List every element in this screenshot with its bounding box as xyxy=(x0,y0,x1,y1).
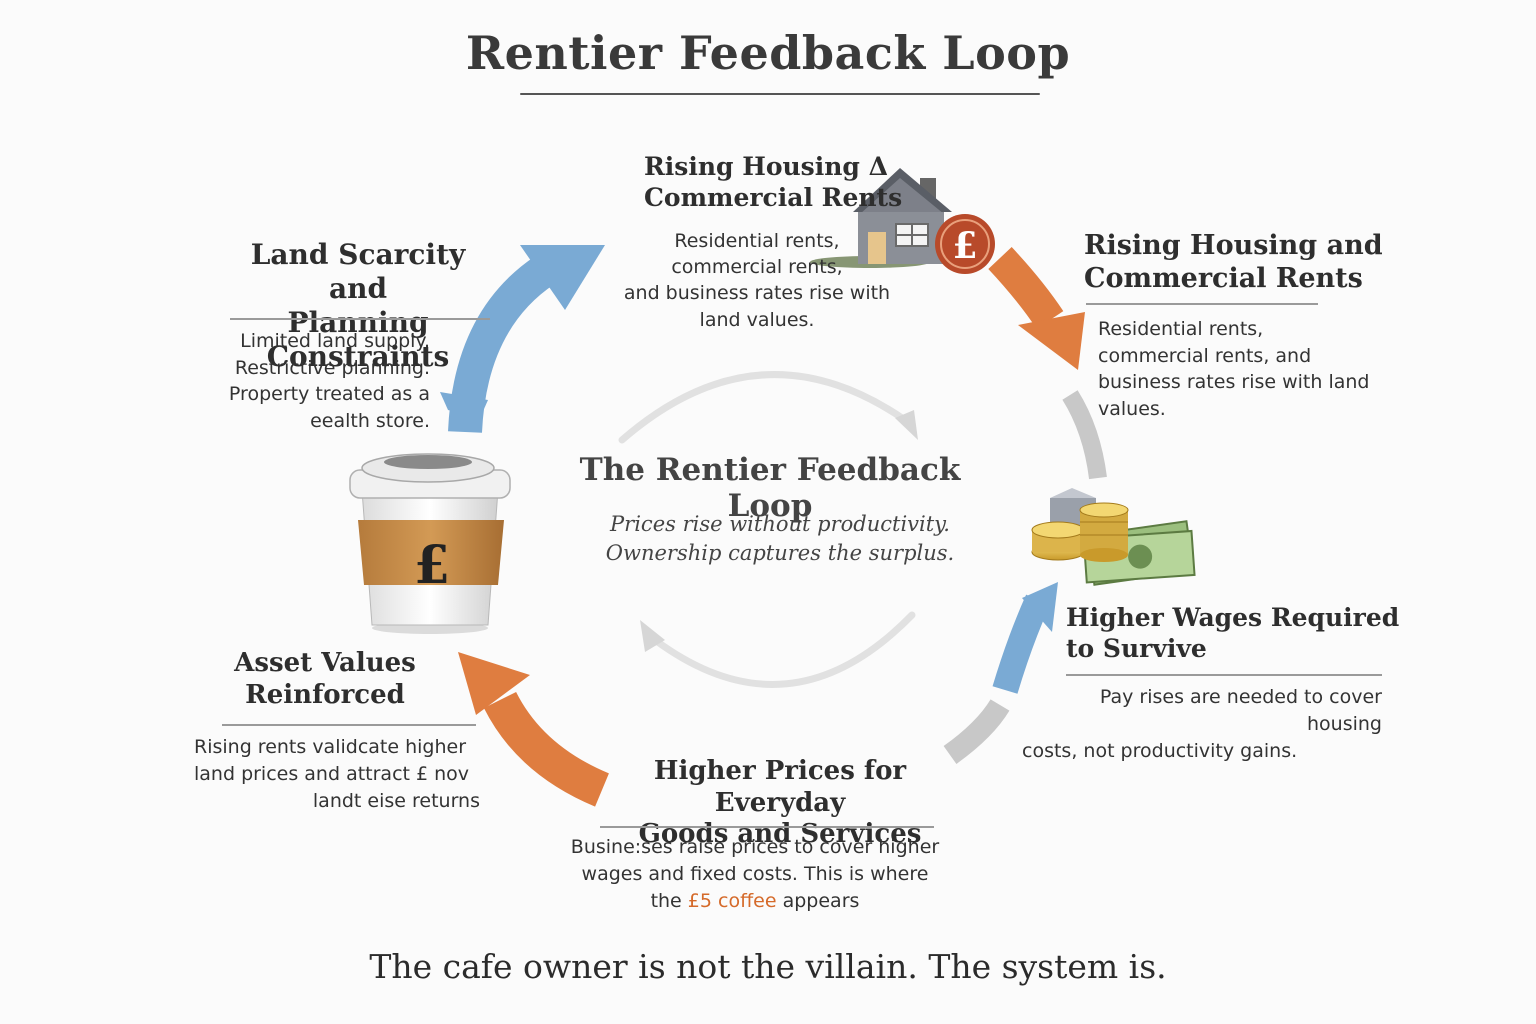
node-left-top-heading: Land Scarcity and Planning Constraints xyxy=(250,238,466,374)
node-right-top-body: Residential rents, commercial rents, and… xyxy=(1098,318,1370,420)
node-bottom-body-post: appears xyxy=(776,889,860,912)
node-right-bottom-rule xyxy=(1066,674,1382,676)
arrow-right-up xyxy=(992,594,1050,694)
node-left-bottom-body: Rising rents validcate higher land price… xyxy=(194,736,480,812)
node-right-top-rule xyxy=(1086,303,1318,305)
arrow-left-small-notch xyxy=(440,392,488,418)
node-right-bottom-body: Pay rises are needed to cover housing co… xyxy=(1022,686,1382,762)
center-arrow-top xyxy=(618,371,909,444)
node-top-body: Residential rents, commercial rents, and… xyxy=(623,230,891,331)
node-bottom-rule xyxy=(600,826,934,828)
center-arrow-bottom-head xyxy=(640,620,665,652)
node-bottom-heading: Higher Prices for Everyday Goods and Ser… xyxy=(638,756,922,850)
node-right-bottom-heading: Higher Wages Required to Survive xyxy=(1066,603,1400,664)
coffee-cup-icon: £ xyxy=(349,453,511,634)
coffee-price-highlight: £5 coffee xyxy=(687,889,777,912)
node-bottom-body-pre: the xyxy=(650,889,688,912)
footer-caption: The cafe owner is not the villain. The s… xyxy=(369,947,1167,986)
center-subtitle: Prices rise without productivity. Owners… xyxy=(605,512,955,566)
arrow-right-up-head xyxy=(1022,582,1058,632)
arrow-left-to-top-head xyxy=(520,245,605,310)
page-title: Rentier Feedback Loop xyxy=(465,26,1071,80)
arrow-right-down xyxy=(1062,390,1107,480)
node-left-top-rule xyxy=(230,318,490,320)
node-right-top-heading: Rising Housing and Commercial Rents xyxy=(1084,230,1383,294)
center-arrow-top-head xyxy=(895,410,918,440)
node-left-top-body: Limited land supply. Restrictive plannin… xyxy=(228,330,430,432)
node-left-bottom-rule xyxy=(222,724,476,726)
node-top-heading: Rising Housing Δ Commercial Rents xyxy=(644,152,903,212)
house-icon: £ xyxy=(810,168,995,274)
arrow-top-to-right-head xyxy=(1018,312,1085,370)
title-underline xyxy=(520,93,1040,95)
arrow-bottom-to-left xyxy=(483,691,610,807)
center-arrow-bottom xyxy=(651,611,916,688)
node-left-bottom-heading: Asset Values Reinforced xyxy=(234,648,416,710)
cup-badge-text: £ xyxy=(414,535,450,596)
arrow-top-to-right xyxy=(988,247,1064,329)
node-bottom-body: Busine:ses raise prices to cover higher … xyxy=(570,836,940,912)
arrow-bottom-to-left-head xyxy=(458,652,530,715)
center-title: The Rentier Feedback Loop xyxy=(579,452,961,524)
money-icon xyxy=(1031,488,1196,586)
house-badge-text: £ xyxy=(952,225,977,267)
arrow-bottom-right xyxy=(943,699,1010,764)
